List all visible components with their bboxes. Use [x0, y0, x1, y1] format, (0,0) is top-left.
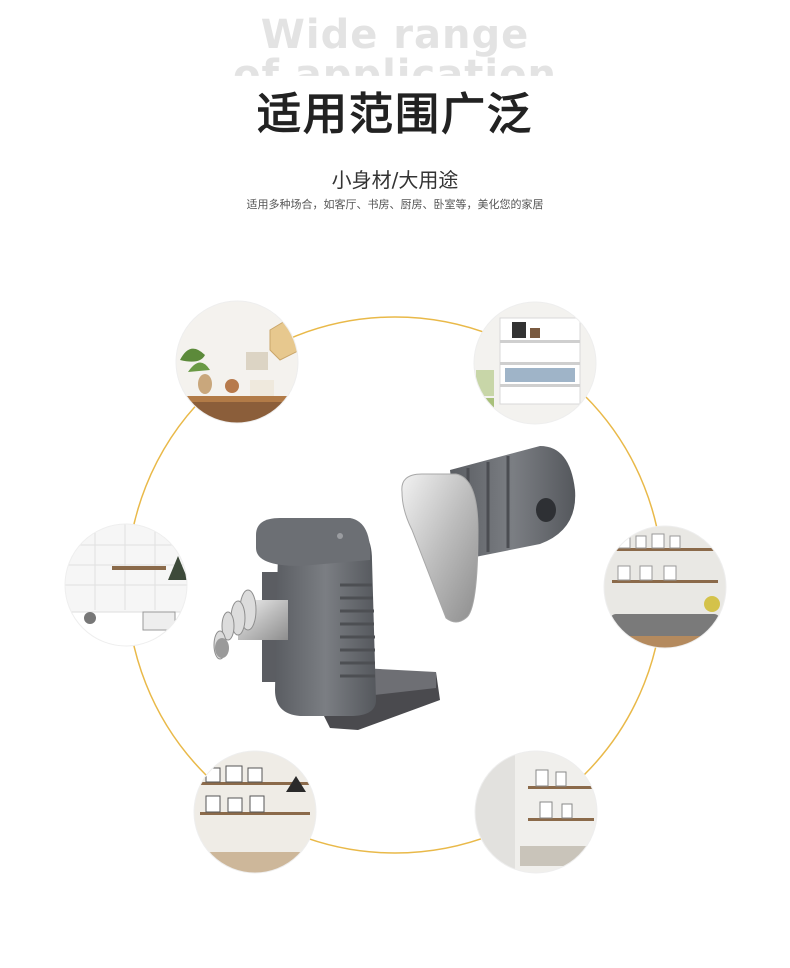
photo-wall-scene [194, 751, 316, 873]
kitchen-scene [65, 524, 187, 646]
background-title-line1: Wide range [260, 12, 530, 58]
corner-shelf-scene [475, 751, 597, 873]
shelf-connector-cylinder [401, 446, 576, 623]
page-title: 适用范围广泛 [257, 89, 533, 140]
living-room-shelf-scene [176, 301, 298, 423]
living-room-wall-scene [604, 526, 726, 648]
shelf-connector-with-screw [213, 518, 440, 730]
page-subtitle: 小身材/大用途 [331, 168, 459, 192]
bookshelf-scene [474, 302, 596, 424]
background-title-line2: of application [233, 52, 557, 98]
page-description: 适用多种场合，如客厅、书房、厨房、卧室等，美化您的家居 [246, 198, 544, 211]
